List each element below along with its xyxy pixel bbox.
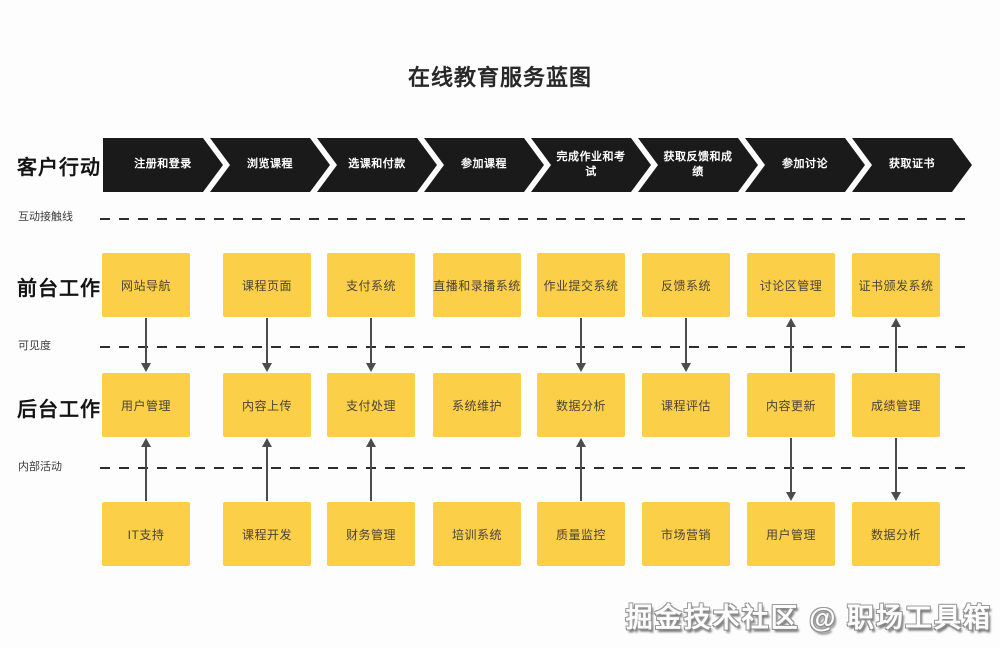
frontstage-box-label: 证书颁发系统 <box>858 278 934 293</box>
connector-arrow-up <box>575 438 587 501</box>
interaction-dashed-line <box>100 218 968 220</box>
backstage-box-label: 内容更新 <box>765 398 816 413</box>
support-box-label: 质量监控 <box>555 527 606 542</box>
internal-dashed-line <box>100 467 968 469</box>
customer-step-label: 获取反馈和成绩 <box>663 150 733 178</box>
connector-arrow-up <box>140 438 152 501</box>
customer-step-label: 获取证书 <box>889 158 935 171</box>
customer-step-label: 注册和登录 <box>134 158 192 171</box>
frontstage-box: 网站导航 <box>102 253 190 317</box>
backstage-box: 课程评估 <box>642 373 730 437</box>
separator-label-internal-activities: 内部活动 <box>18 461 62 473</box>
page-title: 在线教育服务蓝图 <box>407 65 592 90</box>
support-box-label: 课程开发 <box>241 527 292 542</box>
lane-label-backstage: 后台工作 <box>17 399 101 421</box>
backstage-box: 成绩管理 <box>852 373 940 437</box>
frontstage-box: 作业提交系统 <box>537 253 625 317</box>
customer-step-chevron: 完成作业和考试 <box>531 138 651 192</box>
support-box: IT支持 <box>102 502 190 566</box>
backstage-box-label: 数据分析 <box>555 398 606 413</box>
customer-step-chevron: 浏览课程 <box>210 138 330 192</box>
connector-arrow-up <box>785 318 797 372</box>
connector-arrow-down <box>680 318 692 372</box>
customer-step-label: 浏览课程 <box>247 158 293 171</box>
frontstage-box: 支付系统 <box>327 253 415 317</box>
lane-label-customer-actions: 客户行动 <box>17 157 101 179</box>
customer-step-chevron: 参加讨论 <box>745 138 865 192</box>
support-box: 质量监控 <box>537 502 625 566</box>
customer-step-label: 选课和付款 <box>348 158 406 171</box>
frontstage-box: 证书颁发系统 <box>852 253 940 317</box>
frontstage-box-label: 课程页面 <box>241 278 292 293</box>
frontstage-box-label: 支付系统 <box>345 278 396 293</box>
connector-arrow-up <box>890 318 902 372</box>
frontstage-box-label: 讨论区管理 <box>759 278 823 293</box>
support-box: 财务管理 <box>327 502 415 566</box>
support-box: 用户管理 <box>747 502 835 566</box>
support-box-label: 财务管理 <box>345 527 396 542</box>
frontstage-box: 课程页面 <box>223 253 311 317</box>
backstage-box-label: 支付处理 <box>345 398 396 413</box>
connector-arrow-down <box>890 438 902 501</box>
support-box: 数据分析 <box>852 502 940 566</box>
support-box-label: 数据分析 <box>870 527 921 542</box>
customer-step-chevron: 获取反馈和成绩 <box>638 138 758 192</box>
backstage-box: 用户管理 <box>102 373 190 437</box>
backstage-box: 数据分析 <box>537 373 625 437</box>
customer-step-chevron: 选课和付款 <box>317 138 437 192</box>
backstage-box-label: 内容上传 <box>241 398 292 413</box>
customer-step-chevron: 获取证书 <box>852 138 972 192</box>
connector-arrow-down <box>785 438 797 501</box>
backstage-box: 支付处理 <box>327 373 415 437</box>
customer-step-chevron: 参加课程 <box>424 138 544 192</box>
backstage-box: 内容更新 <box>747 373 835 437</box>
connector-arrow-down <box>261 318 273 372</box>
support-box-label: 培训系统 <box>451 527 502 542</box>
separator-label-interaction-line: 互动接触线 <box>18 211 73 223</box>
connector-arrow-down <box>575 318 587 372</box>
watermark: 掘金技术社区 @ 职场工具箱 <box>625 603 992 633</box>
backstage-box: 系统维护 <box>433 373 521 437</box>
frontstage-box-label: 直播和录播系统 <box>433 278 521 293</box>
support-box: 市场营销 <box>642 502 730 566</box>
frontstage-box: 直播和录播系统 <box>433 253 521 317</box>
separator-label-visibility: 可见度 <box>18 340 51 352</box>
support-box-label: 用户管理 <box>765 527 816 542</box>
customer-step-label: 完成作业和考试 <box>556 150 626 178</box>
connector-arrow-up <box>261 438 273 501</box>
frontstage-box: 反馈系统 <box>642 253 730 317</box>
backstage-box-label: 用户管理 <box>120 398 171 413</box>
backstage-box: 内容上传 <box>223 373 311 437</box>
customer-step-chevron: 注册和登录 <box>103 138 223 192</box>
frontstage-box-label: 作业提交系统 <box>543 278 619 293</box>
frontstage-box-label: 网站导航 <box>120 278 171 293</box>
lane-label-frontstage: 前台工作 <box>17 278 101 300</box>
customer-step-label: 参加课程 <box>461 158 507 171</box>
support-box: 课程开发 <box>223 502 311 566</box>
frontstage-box: 讨论区管理 <box>747 253 835 317</box>
backstage-box-label: 课程评估 <box>660 398 711 413</box>
connector-arrow-up <box>365 438 377 501</box>
support-box-label: IT支持 <box>127 527 165 542</box>
visibility-dashed-line <box>100 346 968 348</box>
support-box-label: 市场营销 <box>660 527 711 542</box>
backstage-box-label: 成绩管理 <box>870 398 921 413</box>
customer-step-label: 参加讨论 <box>782 158 828 171</box>
connector-arrow-down <box>140 318 152 372</box>
frontstage-box-label: 反馈系统 <box>660 278 711 293</box>
backstage-box-label: 系统维护 <box>451 398 502 413</box>
connector-arrow-down <box>365 318 377 372</box>
support-box: 培训系统 <box>433 502 521 566</box>
